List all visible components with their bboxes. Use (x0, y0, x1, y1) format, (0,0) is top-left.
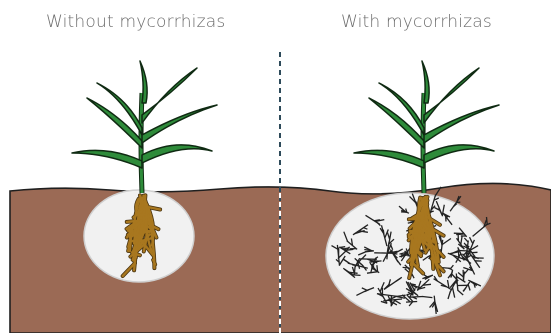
leaf (142, 145, 212, 163)
leaf (72, 150, 142, 168)
hypha (456, 234, 464, 235)
hypha (409, 297, 423, 298)
hypha (351, 275, 360, 276)
hypha (464, 272, 465, 280)
plant-icon (72, 61, 217, 193)
root (136, 254, 140, 255)
hypha (377, 265, 378, 272)
hypha (467, 251, 468, 255)
leaf (354, 150, 424, 168)
hypha (387, 253, 388, 259)
leaf (142, 105, 217, 143)
leaf (369, 98, 424, 148)
root (428, 239, 429, 248)
hypha (487, 217, 488, 224)
leaf (87, 98, 142, 148)
hypha (423, 284, 431, 285)
hypha (403, 267, 409, 268)
plant-icon (354, 61, 499, 193)
leaf (424, 145, 494, 163)
root (414, 232, 420, 234)
hypha (456, 202, 460, 203)
hypha (354, 266, 355, 275)
hypha (383, 230, 384, 235)
leaf (424, 105, 499, 143)
